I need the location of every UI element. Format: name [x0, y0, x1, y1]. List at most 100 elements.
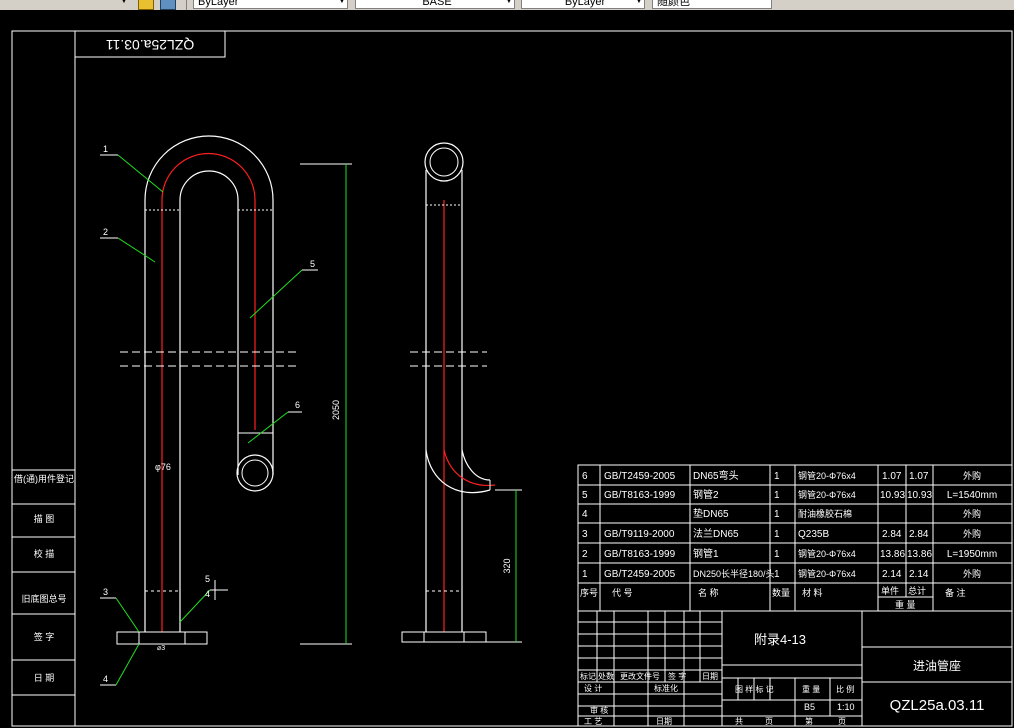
part-name: 法兰DN65	[693, 527, 739, 540]
part-note: L=1950mm	[947, 549, 997, 560]
balloon-label: 3	[103, 587, 108, 597]
header-total-weight: 总计	[908, 585, 926, 596]
plotstyle-combo[interactable]: 随颜色	[652, 0, 772, 9]
linetype-combo[interactable]: BASE	[355, 0, 515, 9]
stamp-box	[74, 30, 226, 58]
dimension-320: 320	[486, 489, 522, 643]
part-material: 钢管20-Φ76x4	[798, 568, 856, 579]
part-code: GB/T8163-1999	[604, 490, 676, 501]
header-unit-weight: 单件	[881, 585, 899, 596]
part-title: 进油管座	[913, 658, 961, 673]
title-block: 标记 处数 更改文件号 签 字 日期 设 计 标准化 审 核 工 艺 日期 附录…	[577, 610, 1013, 727]
part-unit-weight: 2.84	[882, 529, 902, 540]
color-combo[interactable]: ByLayer	[193, 0, 348, 9]
part-qty: 1	[774, 471, 780, 482]
tb-label: 更改文件号	[620, 671, 660, 681]
front-view: φ76 ⌀3	[116, 135, 297, 652]
part-material: Q235B	[798, 529, 829, 540]
diameter-label: φ76	[155, 462, 171, 472]
part-qty: 1	[774, 549, 780, 560]
drawing-number: QZL25a.03.11	[890, 697, 985, 714]
part-total-weight: 2.14	[909, 569, 929, 580]
header-code: 代 号	[612, 588, 633, 598]
appendix-label: 附录4-13	[754, 632, 806, 647]
part-code: GB/T9119-2000	[604, 529, 675, 540]
part-name: 垫DN65	[693, 507, 729, 520]
tb-label: 标记	[580, 671, 596, 681]
toolbar-separator	[186, 0, 187, 10]
tb-label: 页	[838, 717, 846, 726]
parts-list-table: 6 GB/T2459-2005 DN65弯头 1 钢管20-Φ76x4 1.07…	[577, 464, 1013, 612]
header-no: 序号	[580, 587, 598, 598]
part-qty: 1	[774, 490, 780, 501]
header-weight: 重 量	[895, 599, 916, 610]
balloon-label: 5	[310, 259, 315, 269]
tb-label: 页	[765, 717, 773, 726]
part-qty: 1	[774, 509, 780, 520]
part-code: GB/T2459-2005	[604, 569, 676, 580]
balloon-label: 6	[295, 400, 300, 410]
part-name: 钢管1	[693, 547, 719, 560]
part-total-weight: 13.86	[907, 549, 932, 560]
part-note: 外购	[963, 508, 981, 519]
dropdown-arrow-icon[interactable]: ▼	[120, 0, 128, 5]
linetype-combo-value: BASE	[422, 0, 452, 8]
weight-value: B5	[804, 702, 815, 712]
part-code: GB/T8163-1999	[604, 549, 676, 560]
property-toolbar: ▼ ByLayer ▼ BASE ▼ ByLayer ▼ 随颜色	[0, 0, 1014, 10]
part-no: 1	[582, 569, 588, 580]
section-mark: 5	[205, 574, 210, 584]
register-row-label: 旧底图总号	[21, 593, 66, 604]
header-note: 备 注	[945, 587, 966, 598]
dropdown-arrow-icon[interactable]: ▼	[338, 0, 346, 5]
weld-mark: ⌀3	[157, 645, 165, 652]
part-note: 外购	[963, 470, 981, 481]
leader-lines: 1 2 5 6 3 4 5 4	[100, 144, 318, 686]
part-unit-weight: 10.93	[880, 490, 905, 501]
balloon-label: 2	[103, 227, 108, 237]
header-name: 名 称	[698, 587, 719, 598]
part-note: 外购	[963, 528, 981, 539]
header-qty: 数量	[772, 587, 790, 598]
part-material: 钢管20-Φ76x4	[798, 470, 856, 481]
part-note: 外购	[963, 568, 981, 579]
tb-label: 签 字	[668, 671, 686, 681]
scale-value: 1:10	[837, 702, 855, 712]
lineweight-combo-value: ByLayer	[564, 0, 606, 8]
part-name: DN250长半径180/头	[693, 568, 775, 579]
dimension-value: 2050	[331, 400, 341, 420]
plotstyle-combo-value: 随颜色	[657, 0, 690, 8]
tb-label: 比 例	[836, 684, 854, 694]
part-material: 钢管20-Φ76x4	[798, 489, 856, 500]
lineweight-combo[interactable]: ByLayer	[521, 0, 645, 9]
inner-frame	[74, 30, 1013, 727]
part-qty: 1	[774, 529, 780, 540]
part-total-weight: 10.93	[907, 490, 932, 501]
part-name: DN65弯头	[693, 469, 739, 482]
tb-label: 日期	[656, 717, 672, 726]
tb-label: 日期	[702, 672, 718, 681]
dropdown-arrow-icon[interactable]: ▼	[635, 0, 643, 5]
part-code: GB/T2459-2005	[604, 471, 676, 482]
drawing-canvas[interactable]: QZL25a.03.11 借(通)用件登记 描 图 校 描 旧底图总号 签 字 …	[0, 10, 1014, 728]
header-material: 材 料	[802, 587, 823, 598]
part-no: 6	[582, 471, 588, 482]
tb-label: 第	[805, 716, 813, 726]
tb-label: 图 样 标 记	[735, 684, 774, 694]
layer-previous-icon[interactable]	[160, 0, 176, 10]
dropdown-arrow-icon[interactable]: ▼	[505, 0, 513, 5]
dimension-2050: 2050	[300, 163, 352, 645]
part-unit-weight: 2.14	[882, 569, 902, 580]
register-row-label: 借(通)用件登记	[14, 473, 74, 484]
tb-label: 共	[735, 717, 743, 726]
register-row-label: 签 字	[34, 631, 55, 642]
left-register-column: 借(通)用件登记 描 图 校 描 旧底图总号 签 字 日 期	[11, 469, 76, 696]
tb-label: 重 量	[802, 684, 820, 694]
part-no: 2	[582, 549, 588, 560]
part-no: 3	[582, 529, 588, 540]
register-row-label: 描 图	[34, 513, 55, 524]
layer-state-icon[interactable]	[138, 0, 154, 10]
part-no: 4	[582, 509, 588, 520]
part-total-weight: 2.84	[909, 529, 929, 540]
part-material: 钢管20-Φ76x4	[798, 548, 856, 559]
